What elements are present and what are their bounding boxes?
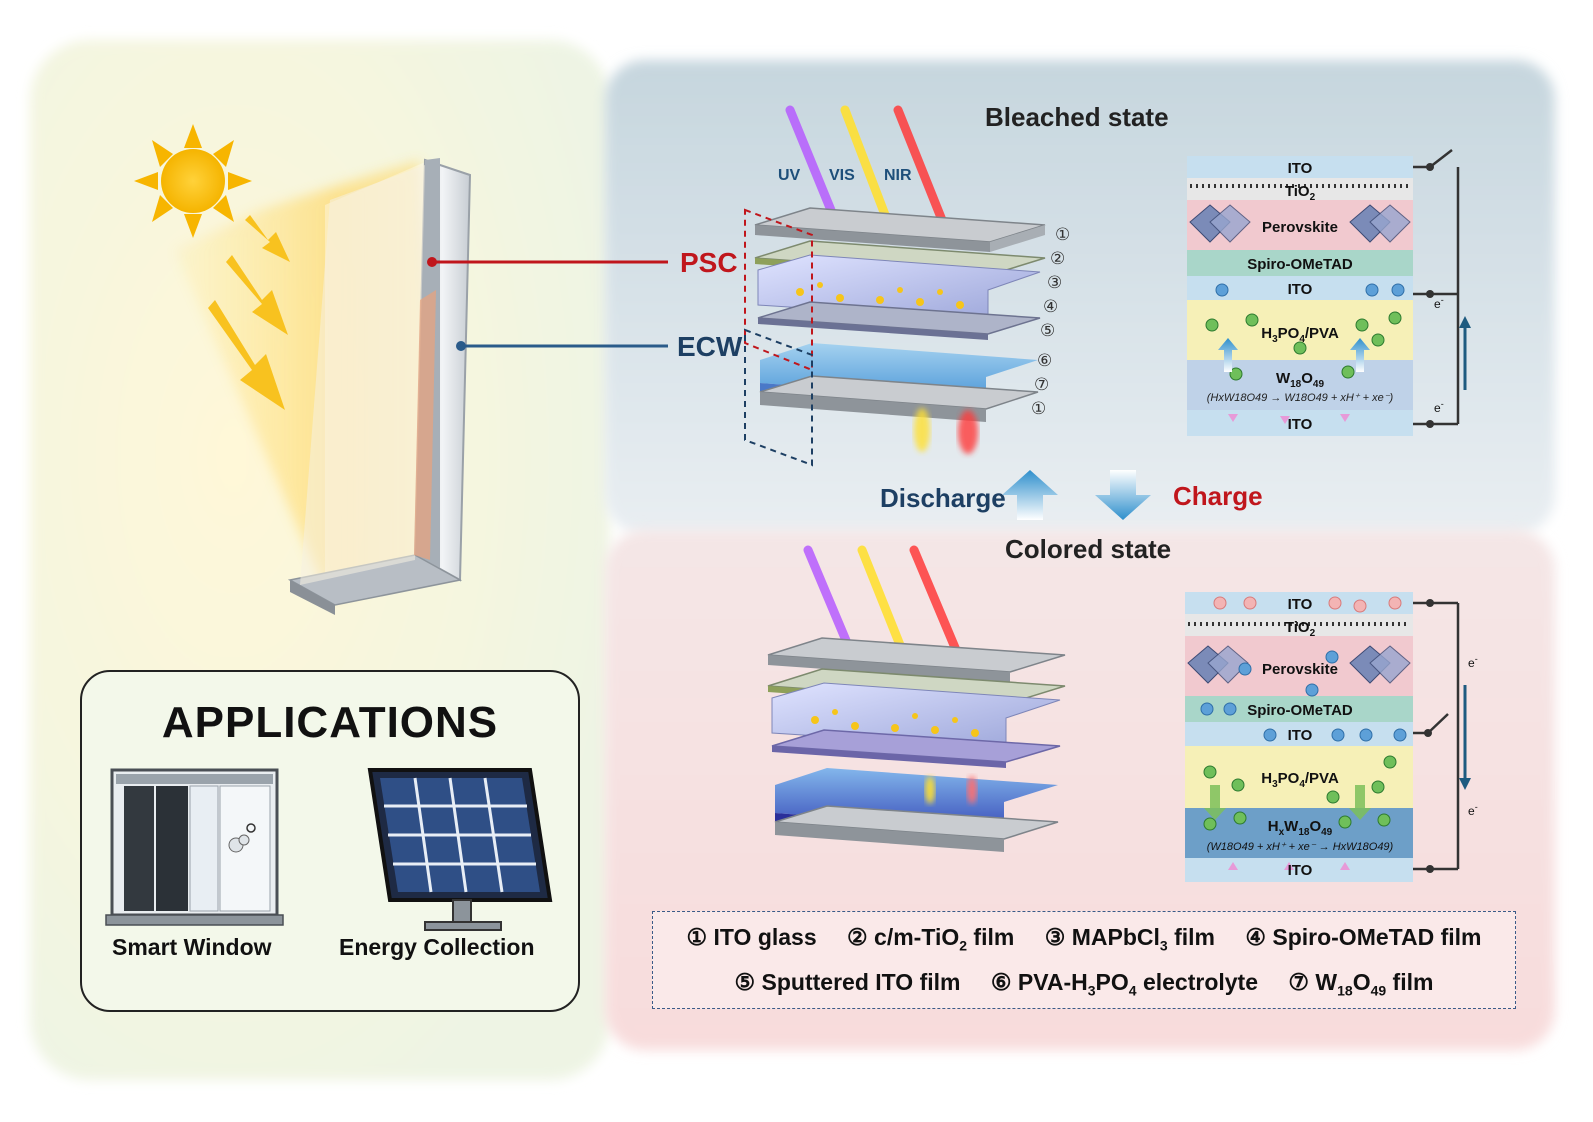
smart-window-icon (105, 768, 284, 926)
psc-label: PSC (680, 247, 738, 278)
colored-spiro: Spiro-OMeTAD (1247, 702, 1353, 719)
bleached-layer-schematic: ITO TiO2 Perovskite Spiro-OMeTAD ITO H3P… (1187, 156, 1413, 436)
colored-ito-top: ITO (1288, 596, 1313, 613)
colored-electrolyte: H3PO4/PVA (1261, 770, 1339, 790)
stack-num-8: ① (1031, 399, 1046, 418)
stack-num-5: ⑤ (1040, 321, 1055, 340)
bleached-device-stack: UV VIS NIR ① ② ③ (744, 105, 1070, 467)
stack-num-1: ① (1055, 225, 1070, 244)
stack-num-3: ③ (1047, 273, 1062, 292)
bleached-ito-mid: ITO (1288, 281, 1313, 298)
bleached-electron-2: e- (1434, 399, 1444, 415)
vis-label: VIS (829, 167, 855, 184)
discharge-arrow-icon (1002, 470, 1058, 520)
bleached-reaction: (HxW18O49 → W18O49 + xH⁺ + xe⁻) (1207, 392, 1394, 404)
colored-perovskite: Perovskite (1262, 661, 1338, 678)
layer-legend: ① ITO glass ② c/m-TiO2 film ③ MAPbCl3 fi… (652, 911, 1516, 1009)
colored-electron-2: e- (1468, 802, 1478, 818)
colored-electron-1: e- (1468, 654, 1478, 670)
bleached-wo-film: W18O49 (1276, 370, 1325, 390)
legend-item-2: ② c/m-TiO2 film (847, 924, 1015, 954)
colored-reaction: (W18O49 + xH⁺ + xe⁻ → HxW18O49) (1207, 841, 1394, 853)
bleached-electron-1: e- (1434, 295, 1444, 311)
bleached-spiro: Spiro-OMeTAD (1247, 256, 1353, 273)
colored-layer-schematic: ITO TiO2 Perovskite Spiro-OMeTAD ITO H3P… (1185, 592, 1413, 882)
discharge-label: Discharge (880, 483, 1006, 513)
bleached-perovskite: Perovskite (1262, 219, 1338, 236)
sun-icon (134, 124, 252, 238)
applications-panel: APPLICATIONS Smart Windo (80, 670, 580, 1012)
bleached-ito-bottom: ITO (1288, 416, 1313, 433)
colored-tio2: TiO2 (1285, 619, 1316, 639)
colored-ito-mid: ITO (1288, 727, 1313, 744)
uv-label: UV (778, 167, 801, 184)
legend-row-2: ⑤ Sputtered ITO film ⑥ PVA-H3PO4 electro… (653, 969, 1515, 999)
sunlight-arrows (208, 215, 290, 410)
vis-beam-bleached (840, 105, 892, 225)
stack-num-6: ⑥ (1037, 351, 1052, 370)
applications-title: APPLICATIONS (161, 698, 499, 747)
window-glass (287, 158, 472, 615)
bleached-state-title: Bleached state (985, 102, 1169, 132)
bleached-electrolyte: H3PO4/PVA (1261, 325, 1339, 345)
nir-label: NIR (884, 167, 912, 184)
ecw-pointer-dot (456, 341, 466, 351)
legend-item-5: ⑤ Sputtered ITO film (734, 969, 961, 995)
smart-window-label: Smart Window (112, 934, 272, 960)
legend-item-1: ① ITO glass (686, 924, 817, 950)
charge-label: Charge (1173, 481, 1263, 511)
colored-wo-film: HxW18O49 (1268, 818, 1333, 838)
applications-icons (105, 768, 553, 931)
stack-num-2: ② (1050, 249, 1065, 268)
solar-panel-icon (367, 768, 553, 931)
uv-beam-bleached (785, 105, 840, 225)
colored-device-stack (767, 545, 1066, 852)
legend-item-7: ⑦ W18O49 film (1288, 969, 1434, 999)
legend-item-3: ③ MAPbCl3 film (1044, 924, 1215, 954)
stack-num-7: ⑦ (1034, 375, 1049, 394)
colored-state-title: Colored state (1005, 534, 1171, 564)
stack-num-4: ④ (1043, 297, 1058, 316)
charge-arrow-icon (1095, 470, 1151, 520)
psc-pointer-dot (427, 257, 437, 267)
colored-circuit (1413, 601, 1460, 871)
bleached-tio2: TiO2 (1285, 183, 1316, 203)
nir-beam-bleached (893, 105, 947, 225)
bleached-ito-top: ITO (1288, 160, 1313, 177)
legend-item-4: ④ Spiro-OMeTAD film (1245, 924, 1482, 950)
ecw-label: ECW (677, 331, 743, 362)
colored-ito-bottom: ITO (1288, 862, 1313, 879)
energy-collection-label: Energy Collection (339, 934, 535, 960)
legend-item-6: ⑥ PVA-H3PO4 electrolyte (990, 969, 1259, 999)
legend-row-1: ① ITO glass ② c/m-TiO2 film ③ MAPbCl3 fi… (653, 924, 1515, 954)
